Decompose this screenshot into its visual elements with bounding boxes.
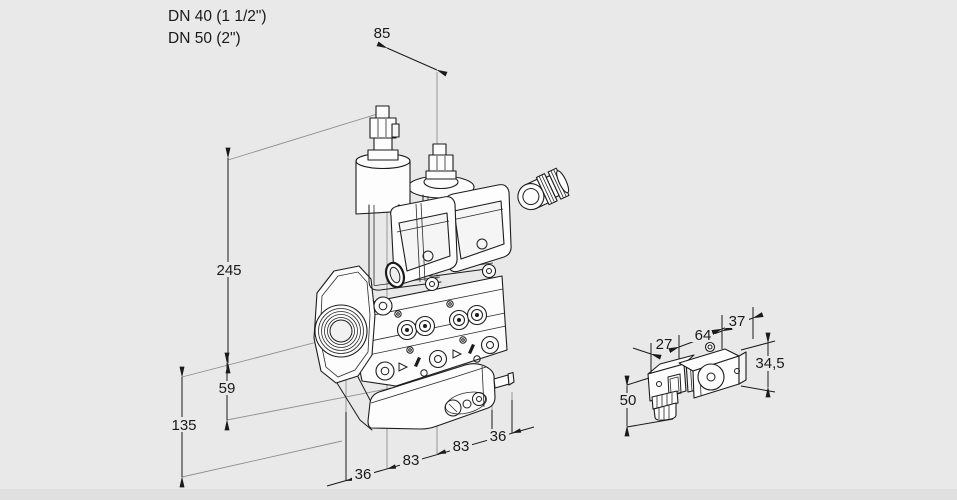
cable-gland [517, 167, 570, 211]
dim-label-27: 27 [656, 336, 673, 353]
stem-left [375, 105, 390, 119]
pilot-valve-drawing [647, 341, 747, 421]
dim-label-36-left: 36 [355, 466, 372, 483]
dimensions-side: 27 64 37 34,5 50 [615, 307, 789, 437]
dim-label-37: 37 [729, 313, 746, 330]
page-footer-strip [0, 489, 957, 500]
dimensions-main: 85 245 59 135 36 83 83 36 [169, 25, 535, 488]
dim-label-85: 85 [374, 25, 391, 42]
dim-line-27 [632, 347, 662, 360]
stem-right [432, 143, 447, 156]
dim-label-245: 245 [216, 262, 241, 279]
pressure-switch-block [367, 363, 515, 430]
valve-isometric-drawing [313, 105, 515, 431]
dim-label-83-right: 83 [453, 438, 470, 455]
product-variant-labels: DN 40 (1 1/2") DN 50 (2") [168, 8, 267, 47]
product-variant-dn50: DN 50 (2") [168, 30, 241, 47]
flow-direction-marks [398, 344, 475, 372]
dim-label-34-5: 34,5 [755, 355, 784, 372]
solenoid-actuator-right [407, 143, 512, 279]
dim-label-59: 59 [219, 380, 236, 397]
manifold-screws [394, 300, 481, 377]
dim-label-36-right: 36 [490, 428, 507, 445]
port-bolts [396, 304, 500, 369]
pipe-flange [313, 265, 395, 384]
dim-label-50: 50 [620, 392, 637, 409]
dim-label-135: 135 [171, 417, 196, 434]
product-variant-dn40: DN 40 (1 1/2") [168, 8, 267, 25]
dim-line-85 [376, 41, 448, 77]
solenoid-actuator-left [355, 105, 458, 292]
dim-label-64: 64 [695, 327, 712, 344]
dim-label-83-left: 83 [403, 452, 420, 469]
